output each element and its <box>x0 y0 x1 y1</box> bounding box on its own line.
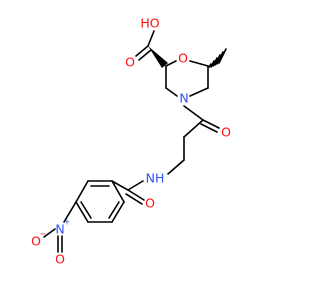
bond-c-o-bottom-2 <box>125 193 143 205</box>
bond-c-o-bottom-1 <box>127 189 145 201</box>
bond-c-o-top-1 <box>202 119 220 129</box>
bond-ar-inner-3 <box>108 201 120 219</box>
atom-carboxyl-o: O <box>125 55 135 70</box>
nitro-o-left-charge: − <box>40 230 47 239</box>
atom-nitro-o-bottom: O <box>55 252 65 267</box>
bond-nh-c <box>127 180 144 191</box>
atom-labels: HO O O N O NH O N + O − O <box>31 16 231 267</box>
bond-c-o-double-1 <box>135 45 149 57</box>
nitro-n-charge: + <box>64 218 71 227</box>
bond-c2-o4 <box>165 60 177 67</box>
atom-nitro-n: N <box>55 222 64 237</box>
molecule-diagram: HO O O N O NH O N + O − O <box>31 16 231 267</box>
bond-ar2-ar3 <box>75 180 89 203</box>
bonds <box>43 30 227 253</box>
bond-ar5-ar6 <box>111 201 125 223</box>
bond-ar-nitro <box>63 201 77 223</box>
bond-c5-n4 <box>189 87 209 97</box>
atom-ring-n: N <box>179 91 188 106</box>
atom-ring-o: O <box>178 51 188 66</box>
bond-c-oh <box>147 30 155 47</box>
bond-ar3-ar4 <box>75 201 89 223</box>
bond-ar6-ar1 <box>111 180 125 203</box>
bond-n4-c <box>183 105 204 121</box>
hash-bond-methyl <box>208 48 227 68</box>
atom-amide-o-bottom: O <box>145 196 155 211</box>
atom-nitro-o-left: O <box>31 234 41 249</box>
atom-amide-nh: NH <box>146 171 165 186</box>
bond-c-o-top-2 <box>200 123 218 133</box>
bond-ch2b-nh <box>167 159 185 175</box>
bond-ar-inner-2 <box>80 201 92 219</box>
bond-c-ar1 <box>111 180 129 191</box>
atom-carboxyl-oh: HO <box>140 16 159 31</box>
bond-c-ch2a <box>183 119 204 138</box>
structure-svg: HO O O N O NH O N + O − O <box>31 16 231 267</box>
bond-o4-c6 <box>189 60 209 67</box>
bond-n4-c3 <box>165 87 178 97</box>
atom-amide-o-top: O <box>221 125 231 140</box>
bond-n-o-left <box>43 228 56 238</box>
bond-c-o-double-2 <box>138 49 152 61</box>
wedge-bond-c2 <box>148 46 168 68</box>
